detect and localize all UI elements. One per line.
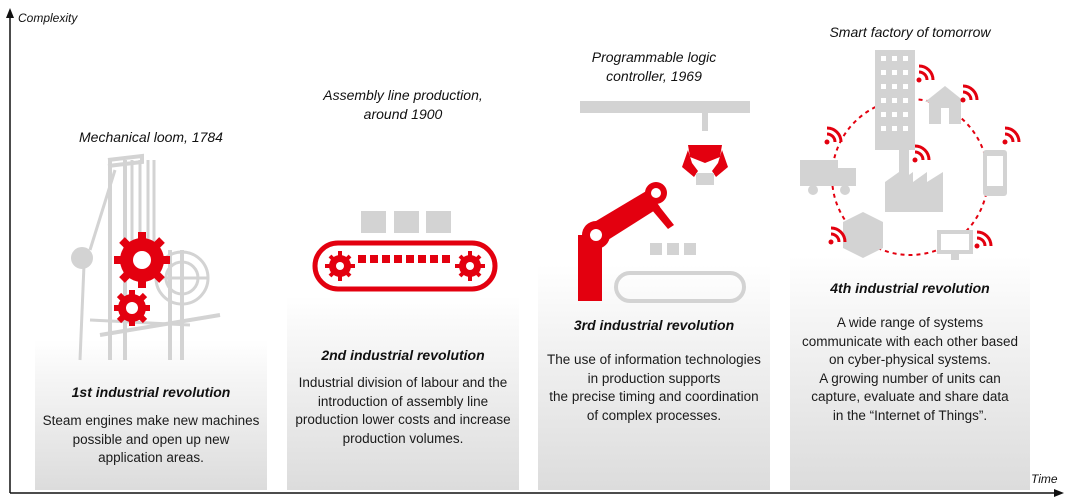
y-axis-label: Complexity <box>18 11 78 25</box>
x-axis-label: Time <box>1031 472 1058 486</box>
stage-4-panel <box>790 256 1030 490</box>
conveyor-icon <box>312 211 498 292</box>
loom-icon <box>71 153 221 361</box>
smart-factory-icon <box>800 50 1021 260</box>
stage-1-title: 1st industrial revolution <box>71 384 231 400</box>
robot-arm-icon <box>578 101 750 303</box>
stage-4-title: 4th industrial revolution <box>830 280 990 296</box>
stage-2-caption: Assembly line production,around 1900 <box>323 87 483 122</box>
stage-1-caption: Mechanical loom, 1784 <box>79 129 223 145</box>
stage-1-panel <box>35 340 267 490</box>
stage-2-panel <box>287 296 519 490</box>
stage-4-caption: Smart factory of tomorrow <box>829 24 991 40</box>
stage-3-title: 3rd industrial revolution <box>573 317 735 333</box>
stage-2-title: 2nd industrial revolution <box>321 347 485 363</box>
